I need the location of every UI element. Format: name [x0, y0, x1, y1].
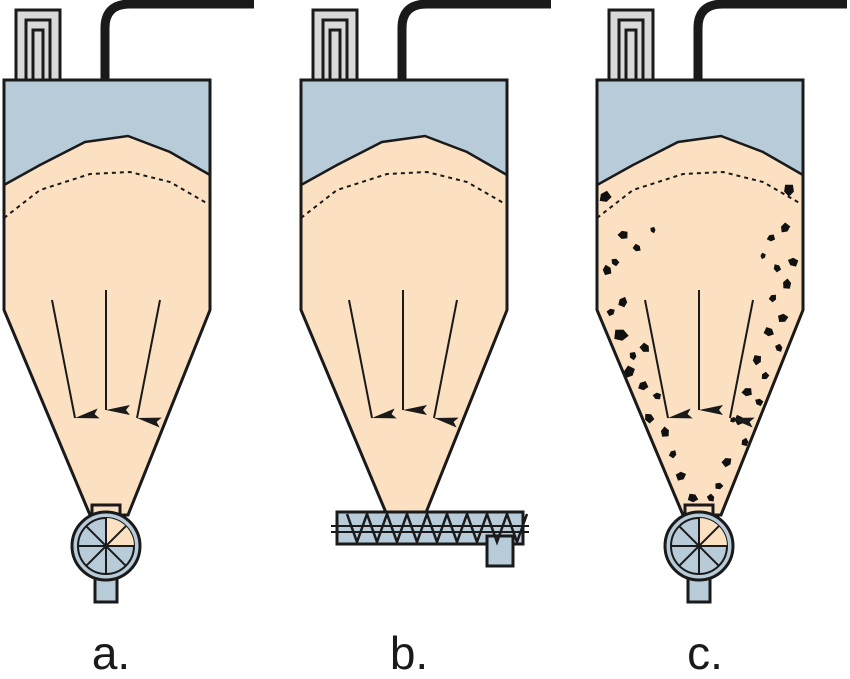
material-lump: [602, 264, 612, 276]
flow-arrow: [729, 299, 755, 428]
material-lump: [675, 471, 687, 481]
material-lump: [687, 493, 699, 503]
vent-pipe: [397, 0, 551, 80]
material-lump: [715, 482, 724, 490]
material-lump: [668, 450, 677, 459]
dashed-level-line: [596, 170, 804, 219]
flow-arrow: [136, 299, 162, 428]
material-lump: [650, 226, 656, 234]
material-lump: [639, 342, 649, 352]
filter-element: [14, 8, 62, 82]
material-lump: [768, 294, 777, 303]
vessel-outline: [299, 78, 509, 516]
screw-flight: [345, 510, 529, 546]
vessel-outline: [2, 78, 212, 517]
material-lump: [755, 398, 764, 407]
material-lump: [652, 392, 661, 400]
screw-outlet: [485, 534, 515, 568]
material-lump: [783, 278, 792, 289]
filter-element: [311, 8, 359, 82]
material-lump: [775, 343, 783, 352]
material-surface-line: [596, 134, 804, 187]
flow-arrow: [433, 299, 459, 428]
material-lump: [599, 190, 612, 202]
material-lump: [614, 329, 629, 341]
material-lump: [741, 437, 749, 447]
material-lump: [784, 184, 794, 197]
material-lump: [763, 327, 774, 337]
rotor-vane: [678, 525, 720, 567]
material-lump: [773, 264, 782, 273]
material-lump: [761, 371, 770, 380]
caption-c: c.: [687, 627, 723, 679]
material-lump: [787, 257, 799, 267]
material-lump: [629, 352, 637, 361]
material-lump: [638, 381, 649, 391]
material-lump: [781, 222, 791, 233]
material-lump: [645, 413, 655, 424]
silo-a: [2, 0, 254, 604]
vent-pipe: [100, 0, 254, 80]
rotor-vane: [85, 525, 127, 567]
silo-c: [595, 0, 847, 604]
caption-b: b.: [389, 627, 429, 679]
material-surface-line: [300, 134, 508, 187]
flow-arrow: [348, 299, 397, 419]
material-lump: [660, 426, 669, 437]
material-lump: [752, 355, 761, 366]
material-lump: [778, 313, 789, 322]
filter-element: [607, 8, 655, 82]
dashed-level-line: [3, 170, 211, 219]
material-lump: [721, 458, 732, 468]
material-lump: [606, 308, 615, 317]
vent-pipe: [693, 0, 847, 80]
material-lump: [741, 388, 752, 397]
material-lump: [706, 493, 715, 502]
material-lump: [611, 258, 620, 267]
material-lump: [632, 243, 641, 252]
material-lump: [618, 296, 628, 308]
flow-arrow: [51, 299, 100, 419]
dashed-level-line: [300, 170, 508, 219]
material-lump: [617, 230, 628, 239]
vessel-outline: [595, 78, 805, 517]
caption-a: a.: [91, 627, 131, 679]
flow-arrow: [644, 299, 693, 419]
material-lump: [624, 365, 635, 378]
material-surface-line: [3, 134, 211, 187]
material-lump: [760, 252, 766, 260]
material-lump: [766, 234, 776, 242]
silo-b: [299, 0, 551, 568]
